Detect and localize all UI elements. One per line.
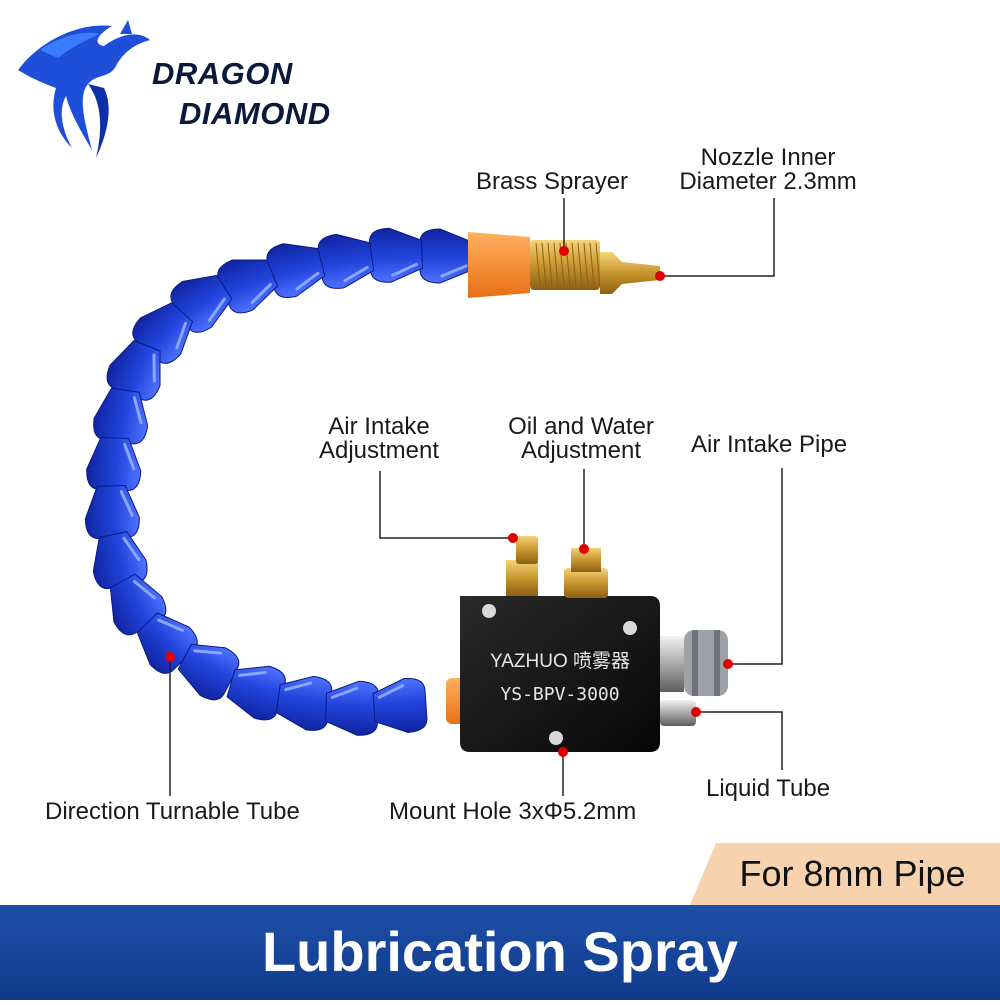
block-hole-top-right — [623, 621, 637, 635]
liquid-tube-fitting — [660, 700, 696, 726]
label-oil-water-line-2: Adjustment — [520, 437, 642, 464]
tube-segment — [372, 677, 428, 733]
label-oil-water-line-1: Oil and Water — [508, 413, 654, 440]
knurl-line — [595, 242, 601, 288]
tube-segment — [136, 612, 198, 674]
tube-segment — [93, 387, 149, 445]
knurl-line — [541, 242, 547, 288]
pipe-size-tag — [690, 843, 1000, 905]
top-orange-coupler — [468, 232, 530, 298]
tube-segment — [317, 233, 375, 289]
tube-segment — [177, 643, 240, 701]
block-hole-bottom — [549, 731, 563, 745]
bottom-banner — [0, 905, 1000, 1000]
callout-lines — [169, 198, 783, 796]
air-intake-fitting — [660, 630, 728, 696]
tube-segment — [369, 227, 423, 283]
block-model-text: YS-BPV-3000 — [500, 684, 619, 705]
label-liquid-tube: Liquid Tube — [706, 775, 831, 802]
banner-title: Lubrication Spray — [261, 920, 739, 983]
knurl-line — [535, 242, 541, 288]
brand-line-1: DRAGON — [152, 56, 293, 91]
knurl-line — [589, 242, 595, 288]
label-direction-turnable-tube: Direction Turnable Tube — [45, 798, 300, 825]
air-intake-adjustment-knob — [506, 536, 538, 596]
tube-segment — [84, 485, 140, 539]
brass-knurling — [535, 242, 601, 288]
tube-segment — [106, 339, 161, 401]
brass-sprayer — [530, 240, 600, 290]
tube-segment — [325, 680, 379, 736]
callout-dots — [165, 246, 733, 757]
label-air-intake-pipe: Air Intake Pipe — [691, 431, 848, 458]
block-maker-text: YAZHUO 喷雾器 — [490, 650, 630, 672]
knurl-line — [583, 242, 589, 288]
direction-turnable-tube — [84, 227, 473, 736]
oil-water-adjustment-knob — [564, 548, 608, 598]
label-air-intake-adjustment-line-1: Air Intake — [328, 413, 430, 440]
tube-segment — [92, 531, 148, 590]
tube-segment — [217, 259, 279, 314]
label-nozzle-line-1: Nozzle Inner — [700, 144, 836, 171]
label-air-intake-adjustment-line-2: Adjustment — [318, 437, 440, 464]
label-mount-hole: Mount Hole 3xΦ5.2mm — [389, 798, 637, 825]
brand-line-2: DIAMOND — [179, 96, 331, 131]
dragon-logo-icon — [18, 20, 150, 158]
block-hole-top-left — [482, 604, 496, 618]
knurl-line — [553, 242, 559, 288]
label-brass-sprayer: Brass Sprayer — [476, 168, 629, 195]
tube-segment — [419, 228, 473, 284]
knurl-line — [571, 242, 577, 288]
knurl-line — [547, 242, 553, 288]
knurl-line — [577, 242, 583, 288]
spray-block-body — [460, 596, 660, 752]
tube-segment — [86, 437, 142, 491]
label-nozzle-line-2: Diameter 2.3mm — [679, 168, 857, 195]
pipe-size-tag-text: For 8mm Pipe — [739, 853, 966, 894]
brass-nozzle-tip — [600, 252, 660, 294]
